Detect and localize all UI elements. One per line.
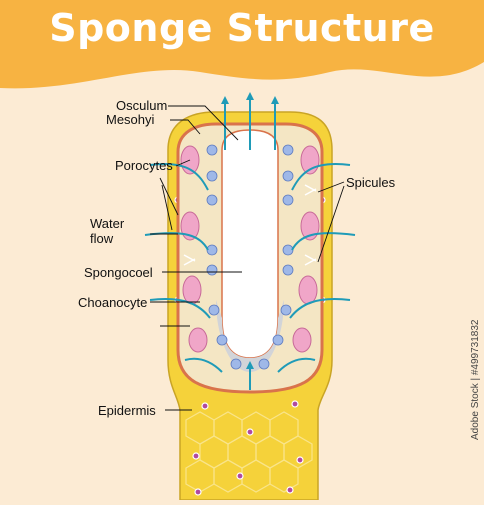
label-porocytes: Porocytes — [115, 158, 173, 173]
label-choanocyte: Choanocyte — [78, 295, 148, 310]
water-flow-arrows — [144, 96, 356, 390]
stock-watermark: Adobe Stock | #499731832 — [470, 319, 481, 440]
spongocoel-cavity — [221, 129, 279, 359]
label-spongocoel: Spongocoel — [84, 265, 153, 280]
title-banner — [0, 0, 484, 89]
spicules — [183, 184, 317, 266]
label-epidermis: Epidermis — [98, 403, 156, 418]
label-water-flow-line2: flow — [90, 231, 114, 246]
label-mesohyl: Mesohyi — [106, 112, 155, 127]
label-osculum: Osculum — [116, 98, 168, 113]
diagram-title: Sponge Structure — [49, 6, 435, 50]
cavity-shadow — [216, 300, 284, 372]
water-flow-arrowheads — [221, 92, 279, 369]
epidermis-cells — [185, 411, 313, 493]
choanocyte-cells — [206, 144, 294, 370]
leader-lines — [150, 105, 345, 411]
label-water-flow-line1: Water — [90, 216, 125, 231]
label-spicules: Spicules — [346, 175, 396, 190]
